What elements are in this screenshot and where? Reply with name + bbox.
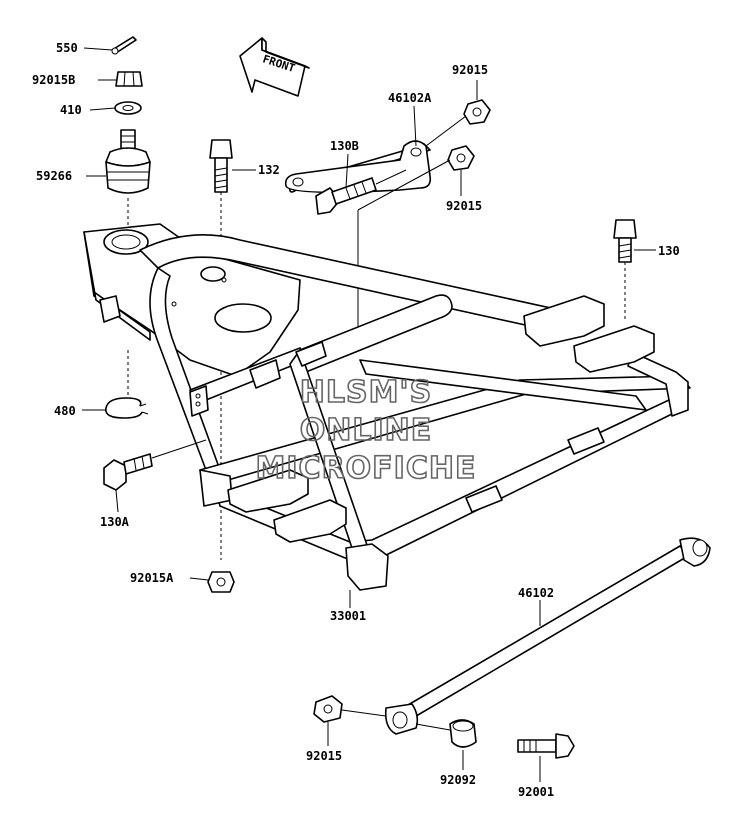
- nut-92015a: [207, 571, 235, 593]
- label-92015b: 92015B: [32, 73, 75, 87]
- circlip-480: [105, 397, 149, 419]
- label-130: 130: [658, 244, 680, 258]
- watermark: HLSM'S ONLINE MICROFICHE: [255, 374, 477, 487]
- label-92092: 92092: [440, 773, 476, 787]
- link-46102a: [284, 140, 432, 194]
- label-92015-mid: 92015: [446, 199, 482, 213]
- frame-33001: [83, 223, 691, 591]
- bolt-92001: [517, 733, 575, 759]
- nut-92015-mid: [447, 145, 475, 171]
- nut-92015-top: [463, 99, 491, 125]
- label-130b: 130B: [330, 139, 359, 153]
- label-33001: 33001: [330, 609, 366, 623]
- watermark-line-3: MICROFICHE: [256, 451, 477, 486]
- label-480: 480: [54, 404, 76, 418]
- label-130a: 130A: [100, 515, 130, 529]
- cotter-pin-550: [111, 36, 137, 55]
- label-410: 410: [60, 103, 82, 117]
- castle-nut-92015b: [115, 71, 143, 87]
- label-92015-bottom: 92015: [306, 749, 342, 763]
- bolt-130: [613, 219, 637, 263]
- bolt-132: [209, 139, 233, 193]
- part-labels: 550 92015B 410 59266 132 46102A 92015 13…: [32, 41, 680, 799]
- leader-lines: [82, 47, 656, 782]
- ball-joint-59266: [105, 129, 151, 194]
- tie-rod-46102: [384, 537, 711, 735]
- washer-410: [114, 101, 142, 115]
- collar-92092: [449, 719, 477, 748]
- label-59266: 59266: [36, 169, 72, 183]
- bolt-130b: [315, 177, 377, 215]
- nut-92015-bottom: [313, 695, 343, 723]
- watermark-line-1: HLSM'S: [300, 375, 432, 410]
- bolt-130a: [103, 453, 153, 491]
- label-46102a: 46102A: [388, 91, 432, 105]
- label-550: 550: [56, 41, 78, 55]
- label-92015a: 92015A: [130, 571, 174, 585]
- label-46102: 46102: [518, 586, 554, 600]
- label-92001: 92001: [518, 785, 554, 799]
- label-92015-top: 92015: [452, 63, 488, 77]
- front-arrow-icon: FRONT: [239, 37, 310, 97]
- watermark-line-2: ONLINE: [300, 413, 433, 448]
- label-132: 132: [258, 163, 280, 177]
